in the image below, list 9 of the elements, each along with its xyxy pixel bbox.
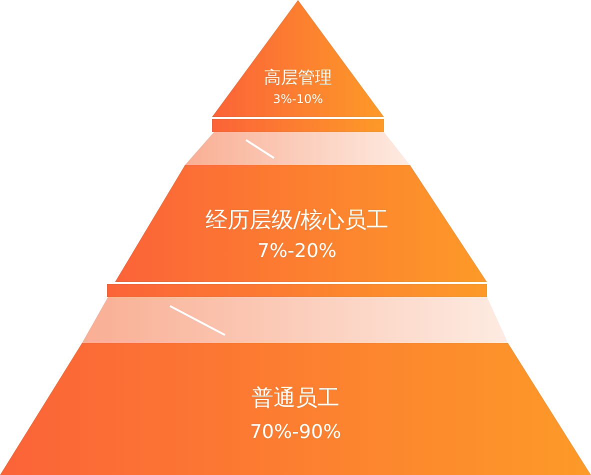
tier-title: 经历层级/核心员工 xyxy=(204,207,390,235)
tier-title: 高层管理 xyxy=(263,67,333,89)
pyramid-tier xyxy=(107,165,487,297)
percentage-label: 70%-90% xyxy=(248,421,342,443)
percentage-label: 3%-10% xyxy=(272,92,324,106)
pyramid-tier xyxy=(212,0,384,132)
pyramid-tier xyxy=(0,343,591,475)
percentage-label: 7%-20% xyxy=(256,240,338,262)
tier-title: 普通员工 xyxy=(250,385,340,413)
